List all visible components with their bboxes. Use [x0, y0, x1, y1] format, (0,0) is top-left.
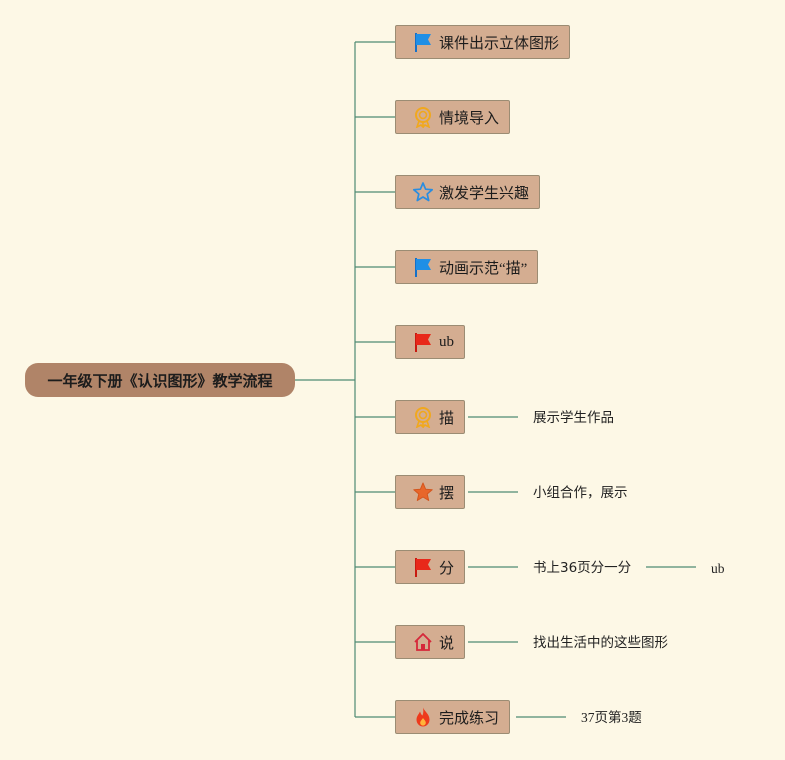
topic-label: ub: [439, 333, 454, 350]
red-flag-icon: [412, 331, 434, 353]
blue-flag-icon: [412, 256, 434, 278]
topic-trace[interactable]: 描: [395, 400, 466, 434]
red-flag-icon: [412, 556, 434, 578]
topic-sort[interactable]: 分: [395, 550, 466, 584]
blue-flag-icon: [412, 31, 434, 53]
topic-courseware-3d-shapes[interactable]: 课件出示立体图形: [395, 25, 571, 59]
topic-label: 动画示范“描”: [439, 260, 528, 277]
star-outline-icon: [412, 181, 434, 203]
badge-icon: [412, 106, 434, 128]
topic-practice[interactable]: 完成练习: [395, 700, 511, 734]
subtopic-show-student-work[interactable]: 展示学生作品: [533, 410, 614, 426]
topic-label: 激发学生兴趣: [439, 185, 530, 202]
subtopic-find-shapes-in-life[interactable]: 找出生活中的这些图形: [533, 635, 668, 651]
fire-icon: [412, 706, 434, 728]
topic-label: 描: [439, 410, 455, 427]
house-icon: [412, 631, 434, 653]
topic-situation-intro[interactable]: 情境导入: [395, 100, 511, 134]
subtopic-book-page-36[interactable]: 书上36页分一分: [533, 560, 632, 576]
badge-icon: [412, 406, 434, 428]
topic-label: 课件出示立体图形: [439, 35, 560, 52]
subtopic-ub[interactable]: ub: [711, 561, 725, 576]
topic-label: 分: [439, 560, 455, 577]
subtopic-group-work[interactable]: 小组合作，展示: [533, 485, 628, 501]
topic-speak[interactable]: 说: [395, 625, 466, 659]
topic-animation-demo[interactable]: 动画示范“描”: [395, 250, 539, 284]
topic-label: 情境导入: [439, 110, 500, 127]
topic-ub[interactable]: ub: [395, 325, 465, 359]
topic-label: 摆: [439, 485, 455, 502]
topic-spark-interest[interactable]: 激发学生兴趣: [395, 175, 541, 209]
root-topic[interactable]: 一年级下册《认识图形》教学流程: [25, 363, 295, 397]
topic-label: 完成练习: [439, 710, 500, 727]
subtopic-page-37-q3[interactable]: 37页第3题: [581, 710, 642, 725]
root-topic-label: 一年级下册《认识图形》教学流程: [47, 371, 273, 390]
star-icon: [412, 481, 434, 503]
topic-arrange[interactable]: 摆: [395, 475, 466, 509]
topic-label: 说: [439, 635, 455, 652]
